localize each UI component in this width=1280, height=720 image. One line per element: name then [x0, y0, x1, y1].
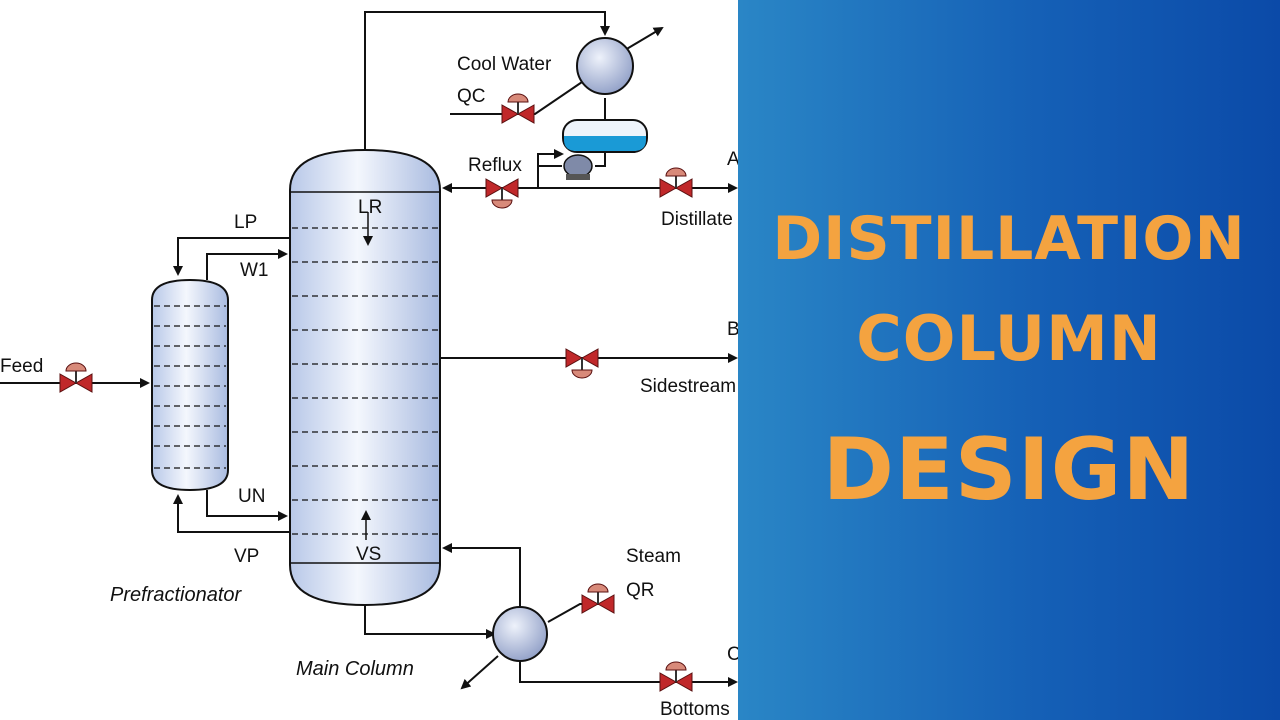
reflux-valve[interactable] [485, 178, 519, 209]
title-line-distillation: DISTILLATION [772, 204, 1246, 274]
label-w1: W1 [240, 260, 269, 281]
reboiler-return-pipe [442, 543, 521, 608]
label-vs: VS [356, 544, 381, 565]
main-column [289, 148, 441, 607]
w1-pipe [206, 249, 288, 280]
cool-water-valve[interactable] [501, 93, 535, 124]
title-line-column: COLUMN [856, 302, 1162, 375]
label-lr: LR [358, 197, 382, 218]
prefractionator-vessel [151, 278, 229, 492]
label-un: UN [238, 486, 265, 507]
label-a: A [727, 149, 740, 170]
label-qc: QC [457, 86, 486, 107]
label-cool-water: Cool Water [457, 54, 552, 75]
label-qr: QR [626, 580, 655, 601]
steam-pipe [547, 603, 610, 623]
pump-loop-pipe [537, 149, 564, 167]
cool-water-pipe [450, 79, 586, 115]
label-lp: LP [234, 212, 257, 233]
condenser [576, 37, 634, 95]
label-b: B [727, 319, 740, 340]
title-line-design: DESIGN [822, 420, 1196, 520]
un-pipe [206, 490, 288, 521]
label-main-column: Main Column [296, 658, 414, 680]
drum-to-pump-pipe [595, 152, 606, 167]
title-panel: DISTILLATION COLUMN DESIGN [738, 0, 1280, 720]
lp-pipe [173, 237, 290, 276]
distillation-diagram: Cool Water QC Reflux A Distillate LP LR … [0, 11, 740, 720]
label-sidestream: Sidestream [640, 376, 736, 397]
column-bottom-pipe [364, 605, 496, 639]
bottoms-pipe [519, 660, 738, 687]
sidestream-valve[interactable] [565, 348, 599, 379]
reflux-pump [563, 154, 593, 180]
steam-valve[interactable] [581, 583, 615, 614]
label-prefractionator: Prefractionator [110, 584, 243, 606]
label-c: C [727, 644, 740, 665]
reflux-drum [562, 119, 648, 153]
overhead-vapor-pipe [364, 11, 610, 150]
label-bottoms: Bottoms [660, 699, 730, 720]
vp-pipe [173, 494, 290, 533]
label-vp: VP [234, 546, 259, 567]
cool-water-out-pipe [624, 26, 664, 51]
reboiler [492, 606, 548, 662]
label-distillate: Distillate [661, 209, 733, 230]
distillate-valve[interactable] [659, 167, 693, 198]
label-reflux: Reflux [468, 155, 522, 176]
feed-valve[interactable] [59, 362, 93, 393]
label-steam: Steam [626, 546, 681, 567]
label-feed: Feed [0, 356, 43, 377]
steam-condensate-pipe [460, 655, 499, 690]
bottoms-valve[interactable] [659, 661, 693, 692]
